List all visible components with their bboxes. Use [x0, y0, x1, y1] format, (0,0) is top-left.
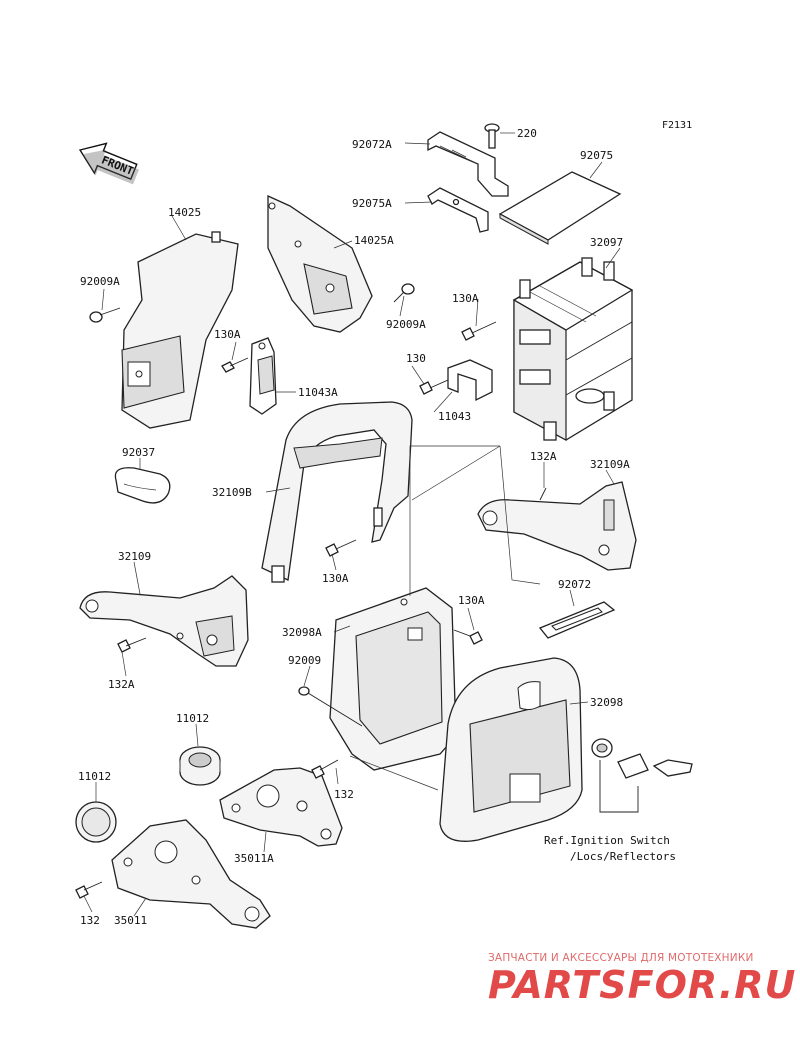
- label-92075: 92075: [580, 149, 613, 162]
- bolt-130a-left-icon: [221, 357, 249, 373]
- key-icon: [617, 753, 693, 779]
- label-92009: 92009: [288, 654, 321, 667]
- label-32109b: 32109B: [212, 486, 252, 499]
- bolt-132-lower-icon: [75, 881, 103, 899]
- bolt-92009-icon: [298, 686, 363, 727]
- watermark-tagline: ЗАПЧАСТИ И АКСЕССУАРЫ ДЛЯ МОТОТЕХНИКИ: [488, 952, 754, 964]
- bracket-92072a-icon: [427, 131, 509, 197]
- cap-11012-lower-icon: [75, 801, 117, 843]
- bolt-132-upper-icon: [311, 759, 339, 779]
- bracket-11043-icon: [447, 359, 493, 402]
- rail-32109-icon: [79, 575, 249, 667]
- label-132-lower: 132: [80, 914, 100, 927]
- case-32098a-icon: [329, 587, 457, 771]
- label-220: 220: [517, 127, 537, 140]
- label-11012-upper: 11012: [176, 712, 209, 725]
- bolt-130a-upper-icon: [461, 321, 497, 341]
- label-32097: 32097: [590, 236, 623, 249]
- label-92009a-right: 92009A: [386, 318, 426, 331]
- label-32098a: 32098A: [282, 626, 322, 639]
- watermark-logo: PARTSFOR.RU: [488, 963, 797, 1007]
- bolt-92009a-left-icon: [89, 307, 121, 323]
- box-32098-icon: [439, 657, 583, 842]
- label-11043: 11043: [438, 410, 471, 423]
- lock-cylinder-icon: [591, 738, 613, 758]
- label-130: 130: [406, 352, 426, 365]
- clamp-92037-icon: [114, 467, 171, 504]
- label-14025: 14025: [168, 206, 201, 219]
- label-11012-lower: 11012: [78, 770, 111, 783]
- grommet-11012-upper-icon: [179, 746, 221, 786]
- strap-92072-icon: [538, 601, 616, 639]
- bolt-92009a-right-icon: [393, 283, 415, 303]
- part-labels: 92072A 220 92075 92075A 32097 14025 1402…: [78, 127, 630, 927]
- label-11043a: 11043A: [298, 386, 338, 399]
- label-132a-right: 132A: [530, 450, 557, 463]
- label-32109a: 32109A: [590, 458, 630, 471]
- reference-bracket-lines: [599, 760, 639, 813]
- label-92037: 92037: [122, 446, 155, 459]
- label-92072a: 92072A: [352, 138, 392, 151]
- cover-14025-icon: [121, 231, 239, 429]
- front-arrow-icon: FRONT: [78, 142, 139, 185]
- reference-note-line-2: /Locs/Reflectors: [570, 850, 676, 863]
- rail-32109a-icon: [477, 481, 637, 571]
- bolt-130a-right-icon: [453, 629, 483, 645]
- label-92009a-left: 92009A: [80, 275, 120, 288]
- label-32109: 32109: [118, 550, 151, 563]
- label-35011: 35011: [114, 914, 147, 927]
- label-132a-left: 132A: [108, 678, 135, 691]
- label-130a-lower-left: 130A: [322, 572, 349, 585]
- bolt-130-icon: [419, 379, 449, 395]
- cover-14025a-icon: [267, 194, 373, 333]
- assembly-lines: [349, 445, 541, 791]
- label-32098: 32098: [590, 696, 623, 709]
- bracket-92075a-icon: [427, 187, 489, 233]
- pad-92075-icon: [498, 171, 622, 245]
- label-130a-left: 130A: [214, 328, 241, 341]
- bracket-11043a-icon: [249, 337, 277, 415]
- leader-lines: [83, 132, 621, 917]
- label-132-upper: 132: [334, 788, 354, 801]
- label-130a-right: 130A: [458, 594, 485, 607]
- reference-note-line-1: Ref.Ignition Switch: [544, 834, 670, 847]
- frame-32109b-icon: [261, 401, 413, 583]
- label-92072: 92072: [558, 578, 591, 591]
- bracket-35011a-icon: [219, 767, 343, 847]
- label-35011a: 35011A: [234, 852, 274, 865]
- label-130a-upper: 130A: [452, 292, 479, 305]
- label-14025a: 14025A: [354, 234, 394, 247]
- battery-case-32097-icon: [512, 257, 634, 442]
- label-92075a: 92075A: [352, 197, 392, 210]
- bolt-130a-lower-left-icon: [325, 539, 357, 557]
- bolt-132a-left-icon: [117, 637, 147, 653]
- bolt-220-icon: [484, 123, 500, 149]
- bracket-35011-icon: [111, 819, 271, 929]
- figure-id: F2131: [662, 120, 693, 131]
- reference-note: Ref.Ignition Switch /Locs/Reflectors: [544, 833, 676, 865]
